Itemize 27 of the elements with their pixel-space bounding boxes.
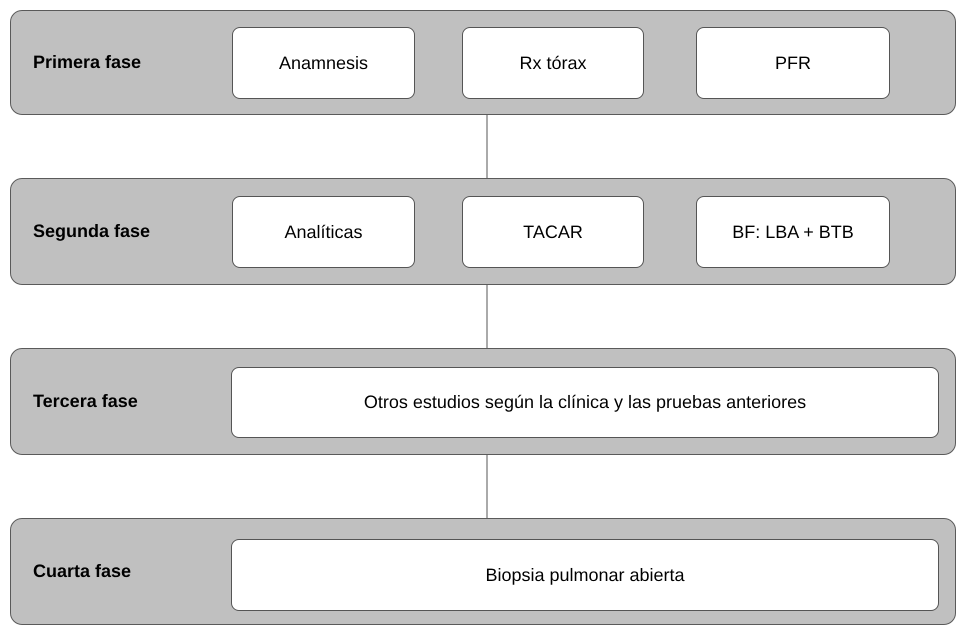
phase-band xyxy=(10,348,956,455)
step-box xyxy=(231,367,939,438)
step-text: PFR xyxy=(775,52,811,74)
phase-heading: Cuarta fase xyxy=(33,560,132,583)
connector-line xyxy=(486,114,488,178)
step-box xyxy=(462,196,644,268)
step-text: Biopsia pulmonar abierta xyxy=(485,564,685,586)
phase-heading: Segunda fase xyxy=(33,220,150,243)
step-text: Analíticas xyxy=(284,222,363,242)
phase-band xyxy=(10,178,956,285)
phase-heading: Primera fase xyxy=(33,51,142,74)
step-box xyxy=(696,27,890,99)
step-box xyxy=(232,196,415,268)
step-text: TACAR xyxy=(523,222,583,242)
step-text: BF: LBA + BTB xyxy=(732,222,854,242)
step-box xyxy=(231,539,939,611)
connector-line xyxy=(486,454,488,518)
step-text: Otros estudios según la clínica y las pruebas anteriores xyxy=(364,392,806,413)
step-text: Rx tórax xyxy=(519,52,587,74)
step-text: Anamnesis xyxy=(278,52,368,74)
phase-band xyxy=(10,10,956,115)
step-box xyxy=(696,196,890,268)
phase-band xyxy=(10,518,956,625)
step-box xyxy=(462,27,644,99)
connector-line xyxy=(486,284,488,348)
step-box xyxy=(232,27,415,99)
phase-heading: Tercera fase xyxy=(33,390,138,413)
